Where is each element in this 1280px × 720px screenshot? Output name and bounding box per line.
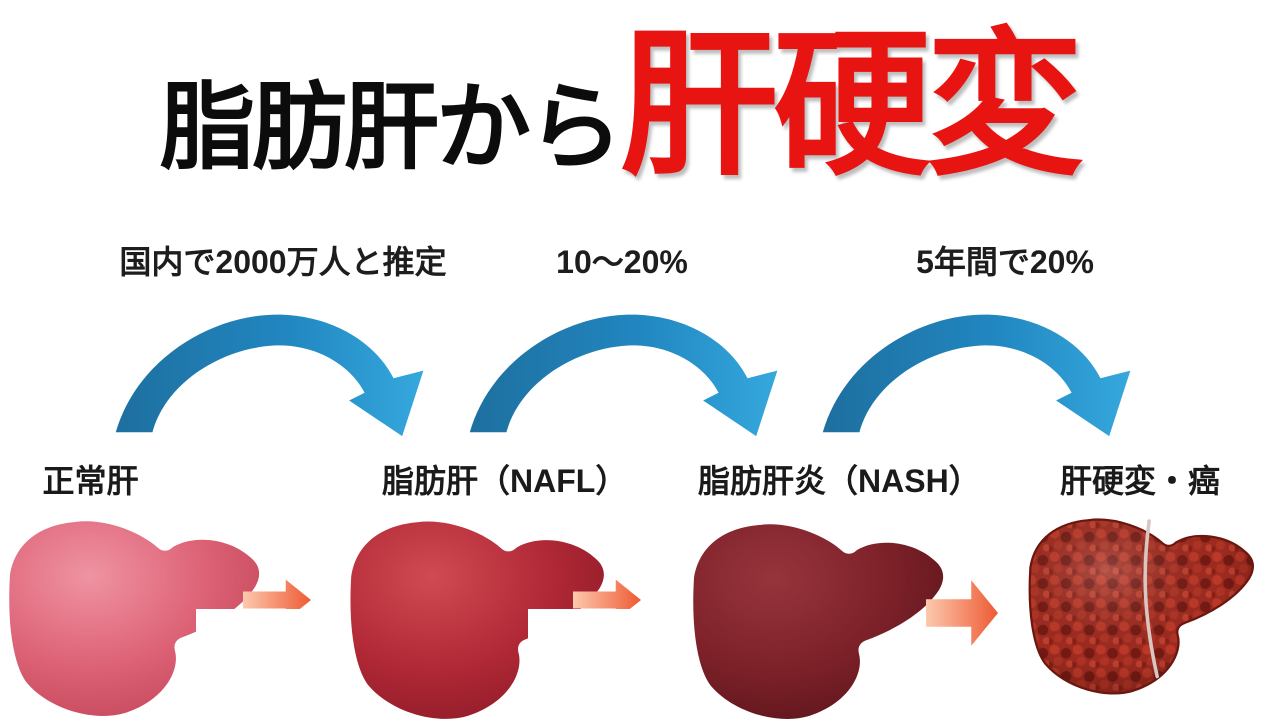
white-mask-2 xyxy=(528,609,668,653)
curved-arrow-icon-3 xyxy=(822,314,1131,437)
stage-label-cirrhosis: 肝硬変・癌 xyxy=(1059,463,1220,499)
transition-label-3: 5年間で20% xyxy=(916,244,1094,280)
title-red-text: 肝硬変 xyxy=(620,18,1084,194)
page-title: 脂肪肝から肝硬変 xyxy=(160,16,1084,219)
stage-label-nafl: 脂肪肝（NAFL） xyxy=(382,463,628,499)
stage-label-normal: 正常肝 xyxy=(42,463,139,499)
liver-cirrhosis-illustration xyxy=(1028,518,1254,695)
transition-label-2: 10〜20% xyxy=(556,244,688,280)
progression-arrow-icon-3 xyxy=(926,580,998,646)
liver-nash-illustration xyxy=(693,524,944,719)
white-mask-1 xyxy=(196,609,336,653)
curved-arrow-icon-1 xyxy=(115,314,424,437)
falciform-ligament-line xyxy=(1143,519,1159,679)
stage-label-nash: 脂肪肝炎（NASH） xyxy=(698,463,981,499)
transition-label-1: 国内で2000万人と推定 xyxy=(119,244,447,280)
curved-arrow-icon-2 xyxy=(469,314,778,437)
title-black-text: 脂肪肝から xyxy=(160,75,623,181)
